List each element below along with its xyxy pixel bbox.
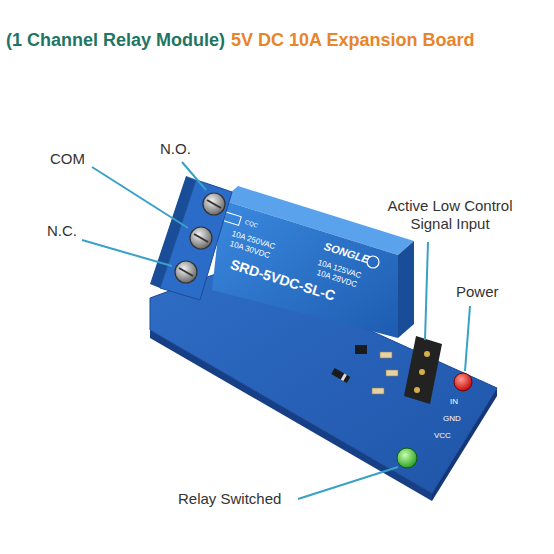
leader-line [465, 306, 470, 371]
pin-name: GND [443, 414, 461, 424]
terminal-label: N.C. [47, 222, 77, 240]
relay-side [398, 241, 414, 338]
leader-line [298, 467, 398, 499]
header-pin [419, 369, 425, 375]
relay-front [212, 200, 398, 338]
pin-header [404, 336, 442, 404]
terminal-screw [190, 227, 212, 249]
transistor [355, 345, 367, 354]
resistor [386, 370, 398, 376]
led-label: Power [456, 283, 499, 301]
header-pin [424, 351, 430, 357]
leader-line [182, 162, 206, 190]
leader-line [92, 167, 188, 228]
screw-slot [179, 268, 193, 276]
cqc-mark [223, 212, 241, 225]
resistor [380, 352, 392, 358]
pin-name: VCC [434, 431, 451, 441]
terminal-screw [175, 261, 197, 283]
terminal-label: COM [50, 150, 85, 168]
screw-slot [194, 234, 208, 242]
terminal-screw [203, 193, 225, 215]
leader-line [82, 240, 172, 266]
power-led [454, 373, 472, 391]
resistor [372, 388, 384, 394]
terminal-block [160, 180, 232, 300]
signal-label: Active Low Control Signal Input [370, 197, 530, 233]
pin-name: IN [450, 397, 458, 407]
title-heading: (1 Channel Relay Module) [6, 30, 225, 52]
diode [331, 368, 350, 383]
header-pin [414, 387, 420, 393]
leader-line [425, 242, 428, 340]
title-subheading: 5V DC 10A Expansion Board [231, 30, 474, 52]
diode-band [341, 373, 347, 381]
screw-slot [207, 200, 221, 208]
terminal-label: N.O. [160, 140, 191, 158]
led-label: Relay Switched [178, 490, 281, 508]
relay-led [397, 448, 417, 468]
